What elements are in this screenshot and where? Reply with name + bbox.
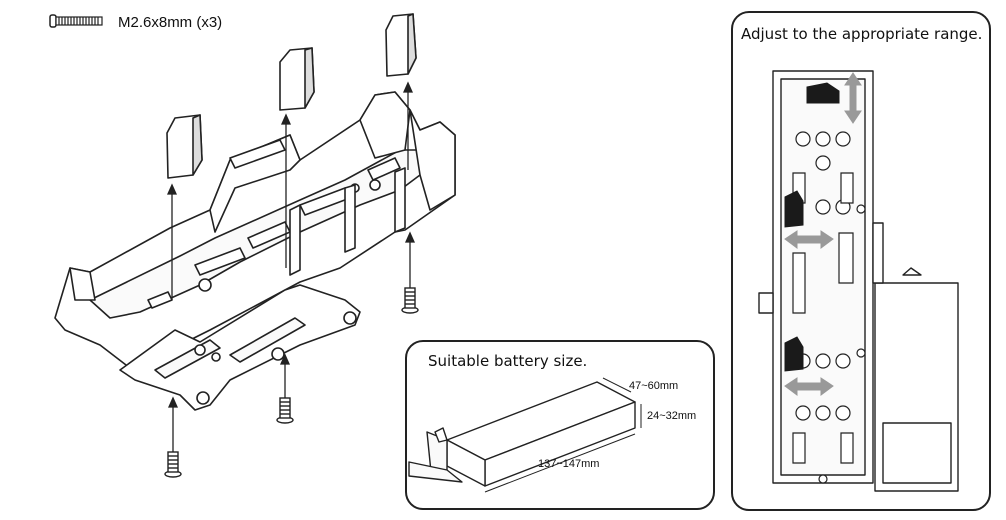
battery-drawing xyxy=(408,377,642,493)
tray-top-view xyxy=(758,70,959,492)
screw-icon xyxy=(49,14,103,28)
battery-panel-title: Suitable battery size. xyxy=(428,352,588,370)
screw-spec-label: M2.6x8mm (x3) xyxy=(118,14,223,31)
adjust-panel-title: Adjust to the appropriate range. xyxy=(741,25,983,43)
screw-1 xyxy=(164,451,182,478)
screw-2 xyxy=(276,397,294,424)
battery-tray-exploded-diagram xyxy=(54,13,456,478)
battery-size-panel: Suitable battery size. 47~60mm 24~32mm 1… xyxy=(405,340,715,510)
base-bracket xyxy=(119,284,361,411)
clamp-middle xyxy=(784,190,804,228)
battery-width-label: 47~60mm xyxy=(629,380,679,392)
clamp-top xyxy=(806,82,840,104)
adjust-range-panel: Adjust to the appropriate range. xyxy=(731,11,991,511)
clamp-bottom xyxy=(784,336,804,372)
screw-3 xyxy=(401,287,419,314)
battery-height-label: 24~32mm xyxy=(647,410,697,422)
battery-length-label: 137~147mm xyxy=(538,458,600,470)
